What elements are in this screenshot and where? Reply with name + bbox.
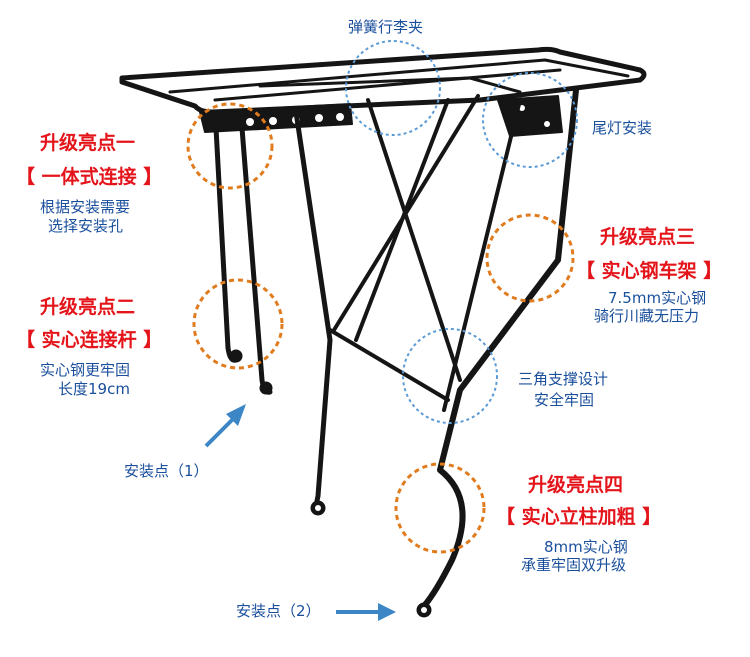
highlight4-subtitle: 【 实心立柱加粗 】 [496, 506, 662, 528]
highlight-circle-2 [192, 278, 284, 370]
highlight-circle-1 [186, 102, 274, 190]
bracket-hole [544, 121, 550, 127]
highlight2-subtitle: 【 实心连接杆 】 [16, 329, 163, 351]
mount-hole [269, 117, 277, 125]
highlight1-subtitle: 【 一体式连接 】 [16, 166, 163, 188]
rack-brace [366, 98, 462, 382]
highlight3-subtitle: 【 实心钢车架 】 [576, 260, 723, 282]
tail-light-circle [482, 72, 578, 168]
highlight2-title: 升级亮点二 [40, 296, 136, 318]
triangle-desc-line1: 三角支撑设计 [518, 370, 609, 388]
mount-point-2-label: 安装点（2） [236, 602, 321, 620]
highlight4-desc-line2: 承重牢固双升级 [521, 556, 627, 574]
mount-hole [336, 113, 344, 121]
highlight2-desc-line2: 长度19cm [58, 380, 130, 398]
highlight3-title: 升级亮点三 [600, 226, 696, 248]
rack-brace [442, 98, 522, 412]
rack-inner-rail [213, 68, 562, 102]
highlight1-title: 升级亮点一 [40, 132, 136, 154]
connecting-rod [213, 125, 239, 363]
rack-inner-rail [168, 58, 630, 94]
highlight-circle-3 [485, 213, 575, 303]
bracket-hole [519, 105, 525, 111]
tail-light-bracket [497, 95, 563, 137]
arrow-mount-point-1 [204, 404, 246, 448]
highlight3-desc-line2: 骑行川藏无压力 [594, 307, 700, 325]
highlight1-desc-line2: 选择安装孔 [48, 217, 124, 235]
rack-top-frame [119, 46, 647, 115]
highlight4-title: 升级亮点四 [528, 474, 624, 496]
triangle-desc-line2: 安全牢固 [534, 391, 595, 409]
mount-point-1-label: 安装点（1） [124, 462, 209, 480]
label-spring-clip: 弹簧行李夹 [348, 18, 424, 36]
rack-leg-left [293, 109, 333, 515]
arrow-mount-point-2 [336, 603, 396, 621]
mount-hole [246, 118, 254, 126]
mount-hole [315, 114, 323, 122]
highlight2-desc-line1: 实心钢更牢固 [40, 361, 131, 379]
rack-leg-right [421, 87, 579, 609]
triangle-support-circle [402, 328, 498, 424]
label-tail-light: 尾灯安装 [592, 119, 653, 137]
spring-clip-circle [345, 40, 441, 136]
highlight4-desc-line1: 8mm实心钢 [544, 538, 628, 556]
highlight1-desc-line1: 根据安装需要 [40, 198, 131, 216]
rack-brace [328, 328, 450, 402]
highlight-circle-4 [394, 462, 486, 554]
rod-end-eye [259, 381, 273, 395]
rack-brace [354, 98, 450, 342]
rod-end-eye [229, 349, 243, 363]
highlight3-desc-line1: 7.5mm实心钢 [608, 289, 707, 307]
rack-inner-rail [258, 76, 522, 94]
front-mount-plate [199, 103, 353, 133]
